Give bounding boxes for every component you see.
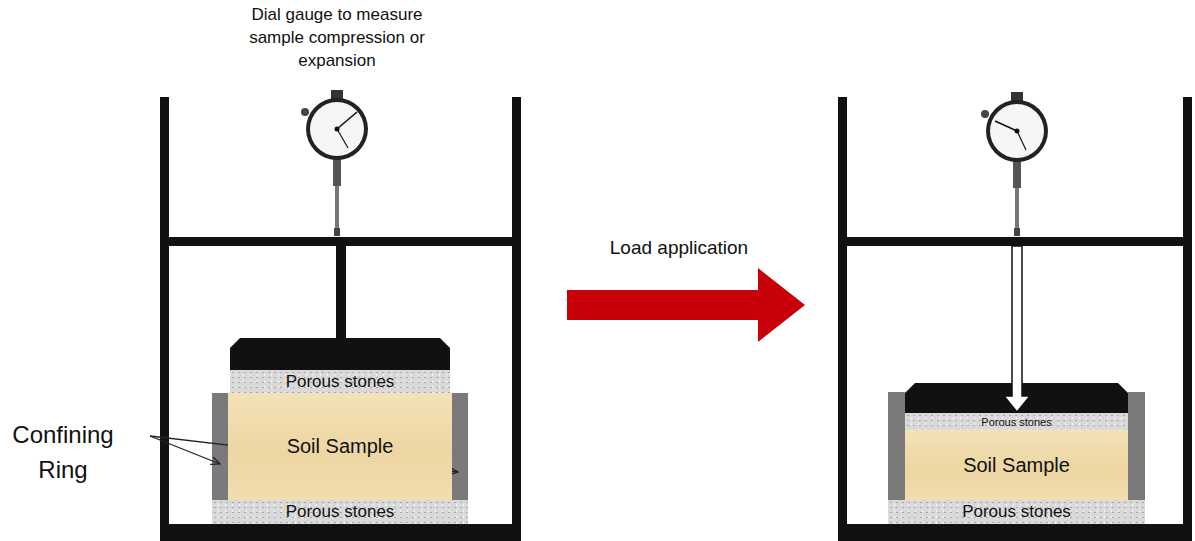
porous-stone: Porous stones	[888, 500, 1145, 524]
porous-stone: Porous stones	[905, 413, 1128, 430]
left-frame	[160, 97, 521, 541]
right-frame	[838, 97, 1192, 541]
arrow-label: Load application	[559, 237, 799, 260]
soil-sample: Soil Sample	[228, 393, 452, 500]
porous-stone: Porous stones	[230, 370, 450, 393]
left-dial-gauge	[301, 90, 368, 236]
node-text: Porous stones	[286, 502, 395, 522]
node-text: Porous stones	[286, 372, 395, 392]
node-text: Porous stones	[981, 416, 1051, 428]
gauge-label: Dial gauge to measure sample compression…	[222, 4, 452, 73]
load-arrow	[567, 268, 805, 342]
node-text: Porous stones	[962, 502, 1071, 522]
ring-label: Confining Ring	[4, 418, 122, 488]
soil-sample: Soil Sample	[905, 430, 1128, 500]
porous-stone: Porous stones	[212, 500, 468, 524]
left-confining-ring	[212, 393, 468, 500]
node-text: Soil Sample	[963, 454, 1070, 477]
compression-arrow	[1004, 246, 1030, 412]
node-text: Soil Sample	[287, 435, 394, 458]
right-dial-gauge	[981, 92, 1048, 236]
